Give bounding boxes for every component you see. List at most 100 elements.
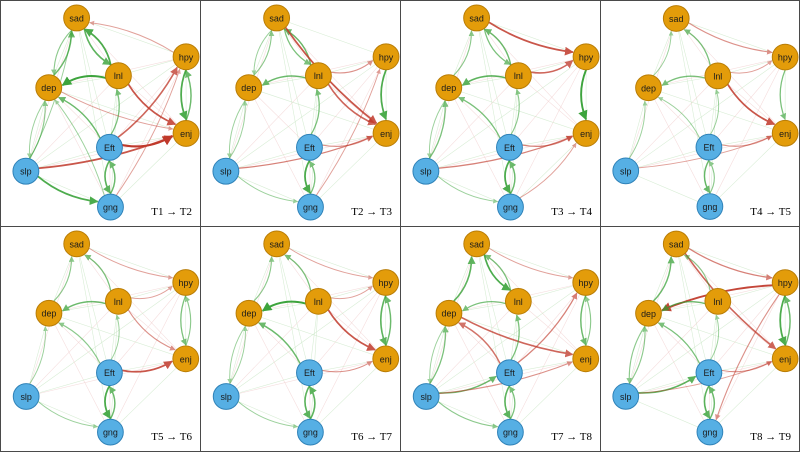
node-eft: Eft — [296, 359, 323, 387]
faint-edge — [310, 282, 387, 433]
edge-lnl-to-dep — [61, 75, 106, 87]
edge-lnl-to-sad — [683, 254, 711, 292]
node-hpy: hpy — [372, 43, 400, 71]
edge-enj-to-hpy — [384, 295, 392, 347]
edge-hpy-to-enj — [379, 295, 387, 346]
faint-edge — [248, 312, 386, 360]
node-label: slp — [220, 392, 231, 402]
faint-edge — [110, 358, 186, 433]
edge-eft-to-gng — [302, 159, 312, 194]
edge-eft-to-dep — [458, 96, 501, 139]
node-circle — [496, 133, 523, 161]
faint-edge — [310, 358, 386, 433]
edge-gng-to-dep — [54, 99, 105, 196]
node-gng: gng — [297, 193, 324, 221]
node-slp: slp — [212, 157, 240, 185]
node-label: sad — [469, 13, 483, 23]
faint-edge — [625, 282, 786, 397]
edge-dep-to-sad — [253, 256, 275, 302]
node-label: enj — [380, 354, 392, 364]
faint-edge — [48, 87, 187, 134]
faint-edge — [248, 87, 387, 134]
node-label: hpy — [778, 53, 793, 63]
node-circle — [771, 269, 799, 296]
node-label: Eft — [104, 143, 115, 153]
faint-edge — [648, 312, 786, 360]
panel-caption: T5 → T6 — [151, 431, 192, 443]
faint-edge — [76, 17, 110, 148]
edge-sad-to-hpy — [688, 22, 773, 55]
faint-edge — [625, 170, 711, 207]
faint-edge — [310, 56, 387, 208]
node-circle — [263, 230, 291, 258]
edge-slp-to-gng — [37, 175, 99, 206]
node-label: gng — [702, 202, 717, 212]
edge-gng-to-eft — [509, 160, 517, 195]
edge-slp-to-gng — [437, 401, 499, 430]
edge-slp-to-dep — [29, 326, 48, 385]
faint-edge — [709, 56, 786, 207]
edge-slp-to-gng — [437, 175, 499, 204]
node-circle — [297, 193, 324, 221]
faint-edge — [476, 243, 586, 283]
node-circle — [771, 345, 799, 373]
node-label: dep — [42, 309, 57, 319]
faint-edge — [709, 358, 786, 433]
node-hpy: hpy — [572, 269, 600, 296]
node-slp: slp — [212, 383, 240, 410]
node-label: Eft — [504, 368, 515, 378]
node-circle — [172, 119, 200, 147]
node-label: gng — [702, 428, 717, 438]
node-hpy: hpy — [572, 43, 600, 71]
node-circle — [97, 193, 124, 221]
edge-lnl-to-sad — [683, 29, 711, 66]
edge-lnl-to-enj — [327, 83, 377, 126]
faint-edge — [675, 18, 710, 148]
faint-edge — [248, 87, 310, 148]
node-circle — [172, 269, 200, 296]
edge-dep-to-slp — [626, 325, 646, 384]
node-circle — [572, 345, 600, 373]
faint-edge — [48, 313, 111, 433]
node-label: gng — [303, 428, 318, 438]
edge-eft-to-gng — [702, 385, 711, 419]
faint-edge — [675, 243, 710, 373]
node-eft: Eft — [496, 359, 523, 387]
node-label: enj — [380, 129, 392, 139]
faint-edge — [510, 358, 586, 433]
edge-lnl-to-hpy — [130, 285, 173, 300]
node-label: hpy — [179, 278, 194, 288]
edge-slp-to-dep — [628, 100, 648, 159]
edge-eft-to-gng — [302, 385, 311, 419]
edge-dep-to-sad — [453, 30, 475, 76]
edge-lnl-to-enj — [726, 83, 776, 126]
edge-hpy-to-enj — [179, 69, 188, 121]
node-enj: enj — [172, 119, 200, 147]
node-lnl: lnl — [704, 288, 732, 315]
node-circle — [304, 287, 332, 315]
node-sad: sad — [263, 230, 291, 258]
node-label: enj — [779, 354, 791, 364]
faint-edge — [248, 87, 311, 208]
edge-eft-to-lnl — [510, 314, 522, 361]
faint-edge — [708, 56, 786, 148]
node-label: slp — [20, 167, 31, 177]
node-circle — [696, 193, 724, 220]
node-circle — [212, 157, 240, 185]
faint-edge — [709, 282, 786, 433]
node-label: enj — [580, 354, 592, 364]
node-dep: dep — [235, 299, 263, 327]
node-label: lnl — [713, 71, 722, 81]
node-enj: enj — [572, 345, 600, 373]
edge-sad-to-lnl — [83, 28, 111, 66]
node-circle — [496, 359, 523, 387]
edge-slp-to-eft — [638, 375, 697, 394]
edge-gng-to-hpy — [315, 68, 381, 196]
node-label: enj — [180, 354, 192, 364]
node-label: Eft — [304, 143, 315, 153]
edge-eft-to-dep — [458, 322, 501, 365]
node-circle — [463, 230, 491, 258]
